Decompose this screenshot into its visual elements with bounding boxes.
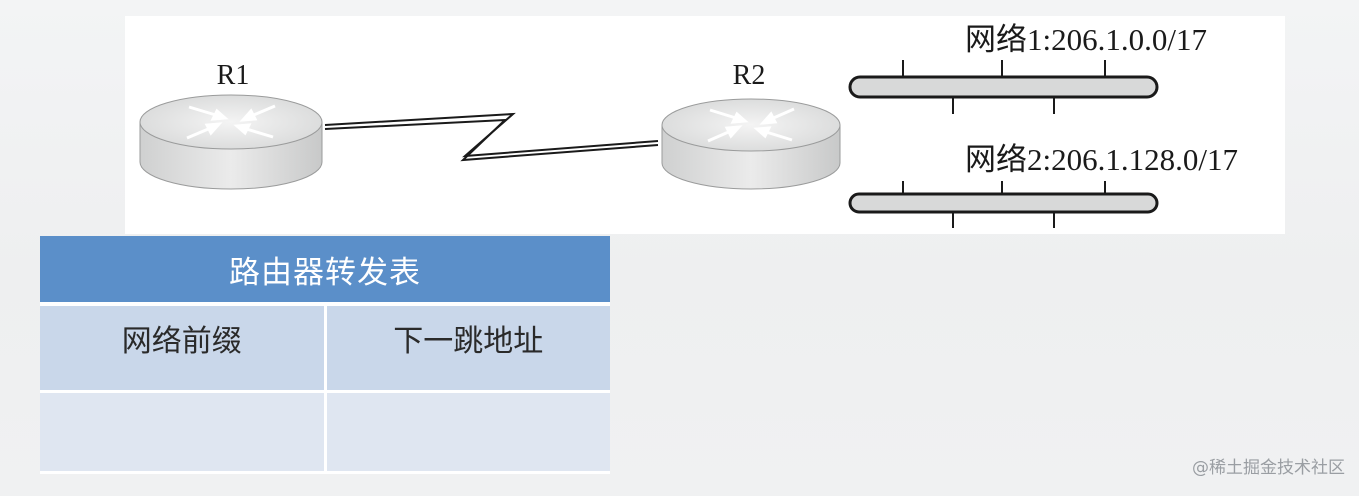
- serial-link: [324, 112, 659, 162]
- network-diagram-svg: R1 R2 网络1:206.1.0.0/17: [139, 22, 1238, 228]
- column-header-next-hop: 下一跳地址: [325, 304, 610, 393]
- forwarding-table: 路由器转发表 网络前缀 下一跳地址: [40, 236, 610, 474]
- column-header-network-prefix: 网络前缀: [40, 304, 327, 393]
- router-r2-label: R2: [733, 60, 766, 91]
- network-2-label: 网络2:206.1.128.0/17: [965, 142, 1238, 177]
- network-1-segment: [848, 60, 1159, 114]
- router-r1-icon: [139, 94, 323, 190]
- network-diagram: R1 R2 网络1:206.1.0.0/17: [125, 16, 1285, 234]
- router-r1-label: R1: [217, 60, 250, 91]
- watermark: @稀土掘金技术社区: [1192, 458, 1345, 478]
- network-1-label: 网络1:206.1.0.0/17: [965, 22, 1207, 57]
- table-row: [40, 391, 610, 474]
- cell-network-prefix: [40, 391, 327, 474]
- table-header-row: 网络前缀 下一跳地址: [40, 304, 610, 393]
- router-r2-icon: [661, 98, 841, 190]
- network-2-segment: [848, 181, 1159, 228]
- cell-next-hop: [325, 391, 610, 474]
- forwarding-table-title: 路由器转发表: [40, 236, 610, 306]
